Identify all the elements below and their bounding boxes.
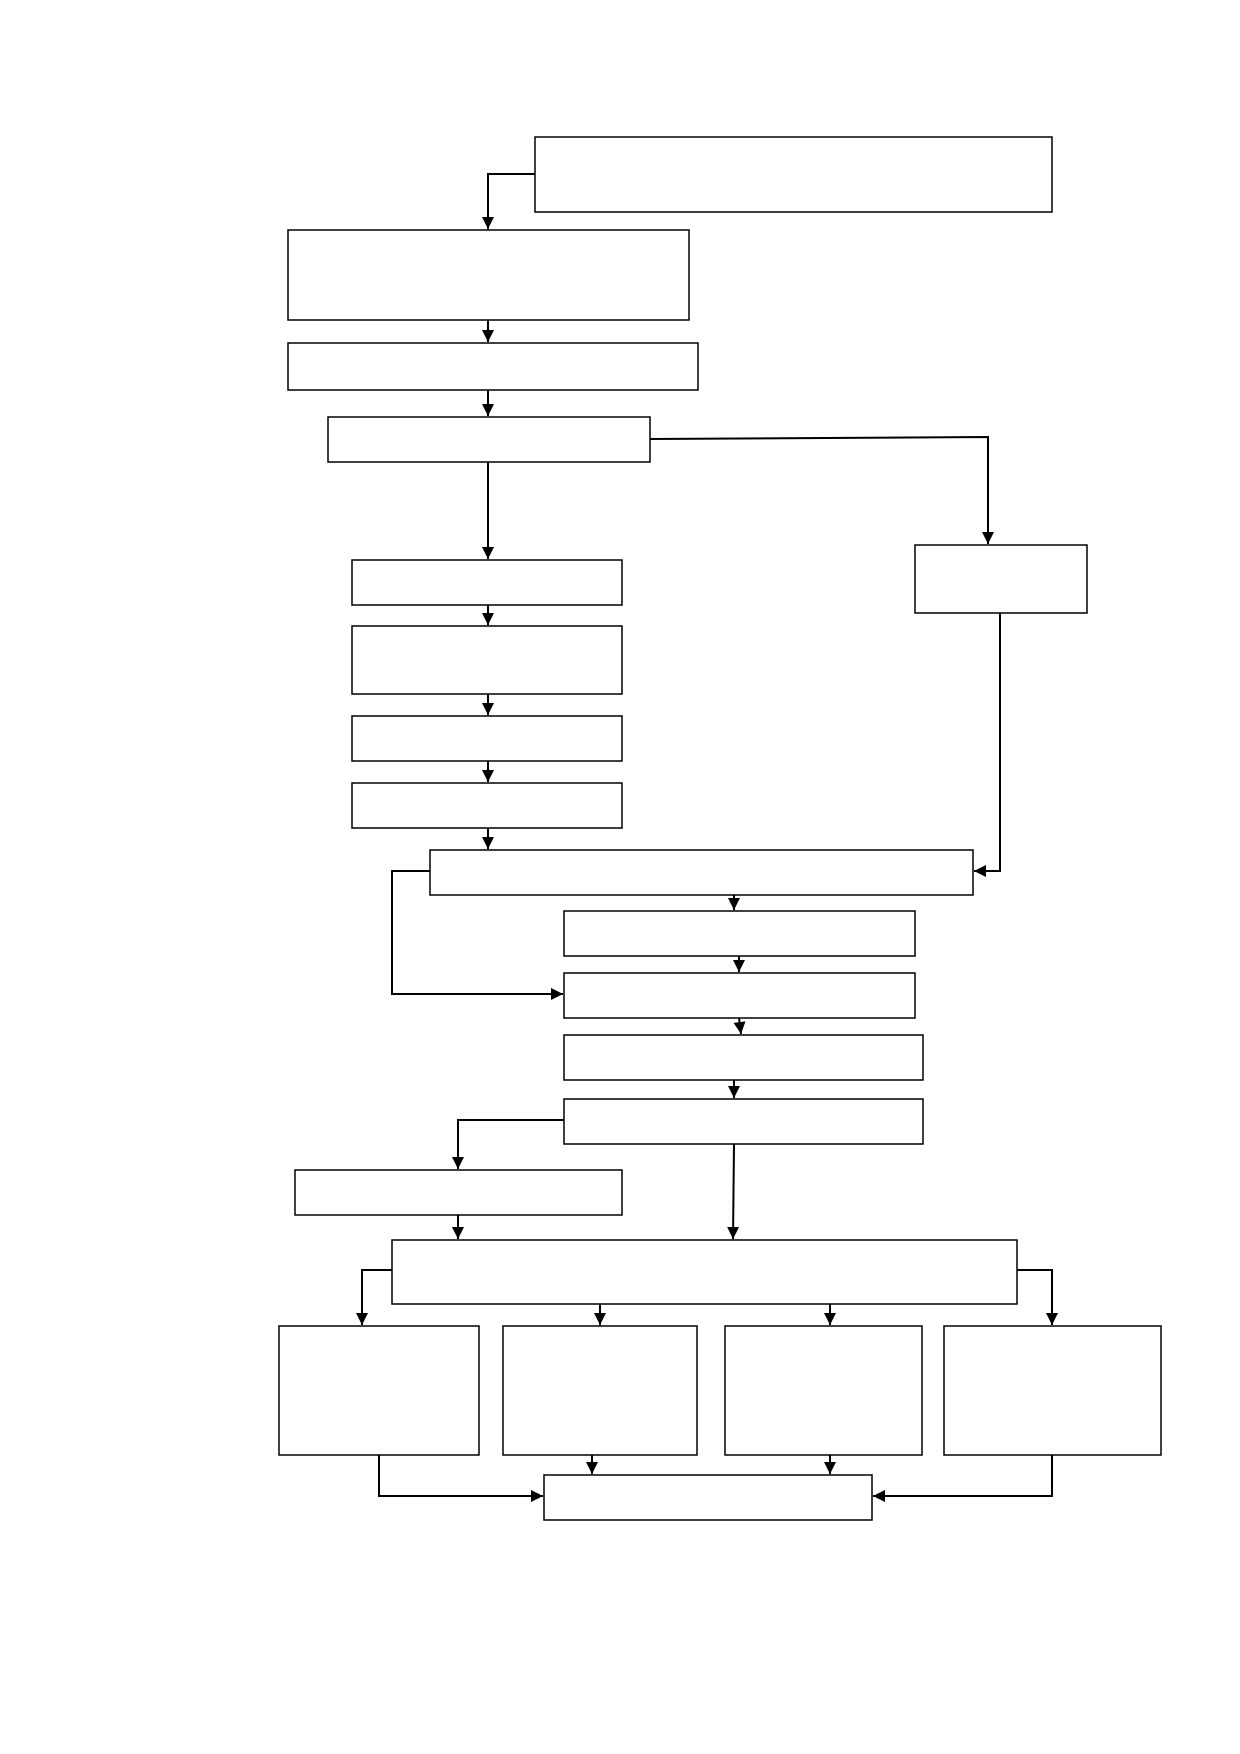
flow-box-n3 [287,342,699,391]
flow-box-n20-rect [943,1325,1162,1456]
flow-box-n1 [534,136,1053,213]
connector-n14-to-n16 [727,1143,740,1240]
flow-box-n21-rect [543,1474,873,1521]
flow-box-n12-rect [563,972,916,1019]
flow-box-n7 [351,715,623,762]
flow-box-n8-rect [351,782,623,829]
flow-box-n6-rect [351,625,623,695]
flow-box-n1-rect [534,136,1053,213]
flow-box-n18-rect [502,1325,698,1456]
flow-box-n16 [391,1239,1018,1305]
flow-box-n5 [351,559,623,606]
flow-box-n12 [563,972,916,1019]
flow-box-n13 [563,1034,924,1081]
connector-n20-to-n21 [873,1455,1053,1502]
flow-box-n19-rect [724,1325,923,1456]
flow-box-n10-rect [429,849,974,896]
connector-n16-to-n20 [1017,1269,1058,1325]
flow-box-n2-rect [287,229,690,321]
flow-box-n14 [563,1098,924,1145]
flow-box-n3-rect [287,342,699,391]
flow-box-n4 [327,416,651,463]
flow-box-n14-rect [563,1098,924,1145]
flow-box-n9 [914,544,1088,614]
flow-box-n15-rect [294,1169,623,1216]
flow-box-n18 [502,1325,698,1456]
connector-n10-to-n12 [391,870,563,1000]
connector-n17-to-n21 [378,1455,543,1502]
connector-n14-to-n15 [452,1119,564,1169]
connector-n1-to-n2 [482,173,535,229]
flow-box-n17 [278,1325,480,1456]
flow-box-n9-rect [914,544,1088,614]
flow-box-n6 [351,625,623,695]
flow-box-n15 [294,1169,623,1216]
flow-box-n7-rect [351,715,623,762]
connector-n12-to-n13 [733,1017,746,1035]
flow-box-n10 [429,849,974,896]
flow-box-n16-rect [391,1239,1018,1305]
flow-box-n8 [351,782,623,829]
flow-box-n13-rect [563,1034,924,1081]
flow-box-n21 [543,1474,873,1521]
connector-n16-to-n17 [356,1269,392,1325]
flow-box-n11 [563,910,916,957]
flow-box-n17-rect [278,1325,480,1456]
edges-layer [356,173,1058,1502]
flow-box-n5-rect [351,559,623,606]
connector-n4-to-n9 [649,435,994,544]
flow-box-n19 [724,1325,923,1456]
flow-box-n4-rect [327,416,651,463]
flow-box-n2 [287,229,690,321]
flow-box-n11-rect [563,910,916,957]
connector-n9-to-n10 [974,613,1001,877]
flow-box-n20 [943,1325,1162,1456]
